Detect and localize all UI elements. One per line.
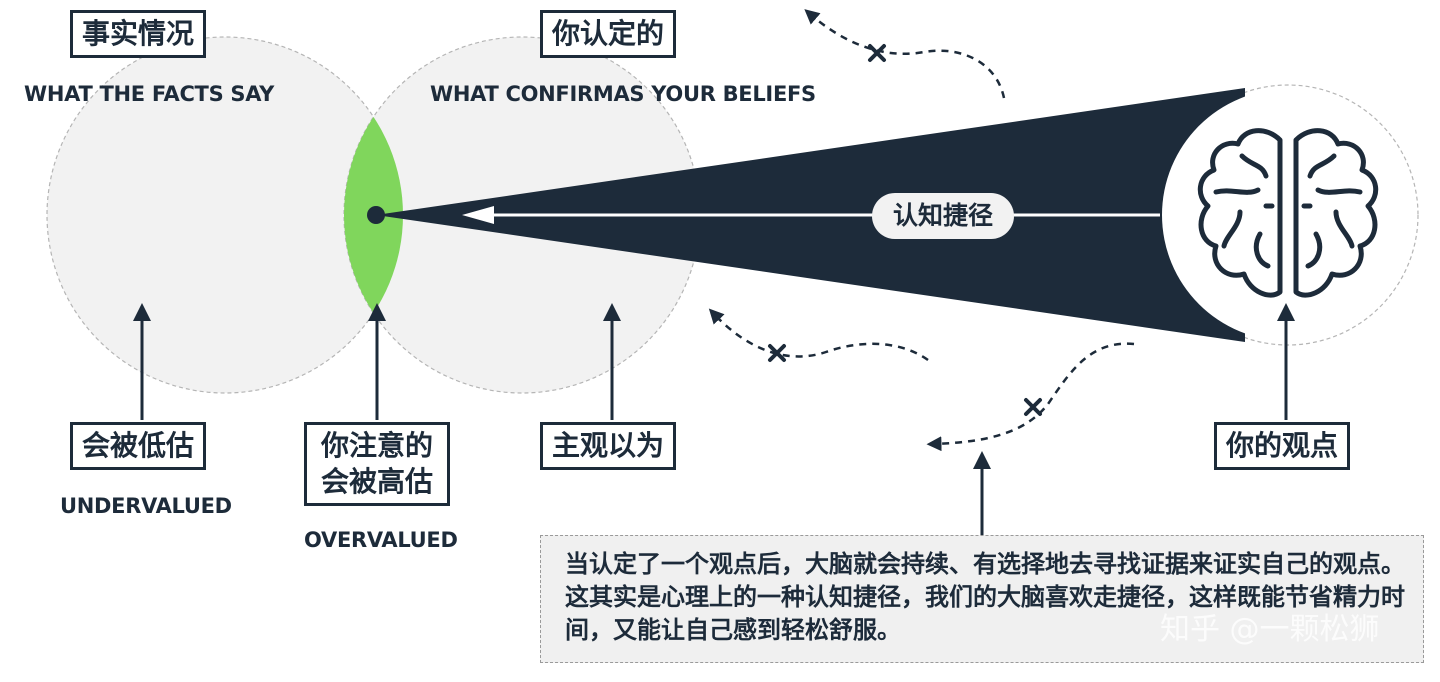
subjective-label: 主观以为: [540, 422, 677, 470]
crossed-dashed-arrow-icon: [708, 9, 1135, 452]
watermark: 知乎 @一颗松狮: [1160, 612, 1380, 647]
x-marks: [768, 44, 1042, 416]
shortcut-label: 认知捷径: [872, 193, 1014, 239]
overvalued-english-label: OVERVALUED: [304, 528, 458, 552]
beliefs-label: 你认定的: [540, 10, 677, 58]
brain-disc: [1162, 89, 1414, 341]
overvalued-line-1: 你注意的: [320, 429, 433, 462]
explanation-text: 当认定了一个观点后，大脑就会持续、有选择地去寻找证据来证实自己的观点。这其实是心…: [565, 550, 1405, 644]
focus-dot: [367, 206, 385, 224]
explanation-note: 当认定了一个观点后，大脑就会持续、有选择地去寻找证据来证实自己的观点。这其实是心…: [540, 535, 1424, 663]
overvalued-label: 你注意的 会被高估: [304, 422, 450, 506]
facts-label: 事实情况: [70, 10, 207, 58]
beliefs-english-label: WHAT CONFIRMAS YOUR BELIEFS: [430, 82, 816, 106]
undervalued-label: 会被低估: [70, 422, 207, 470]
your-view-label: 你的观点: [1214, 422, 1351, 470]
overvalued-line-2: 会被高估: [320, 465, 433, 498]
shortcut-arrowhead: [462, 206, 494, 224]
undervalued-english-label: UNDERVALUED: [60, 494, 232, 518]
brain-icon: [1197, 128, 1379, 298]
facts-english-label: WHAT THE FACTS SAY: [24, 82, 275, 106]
